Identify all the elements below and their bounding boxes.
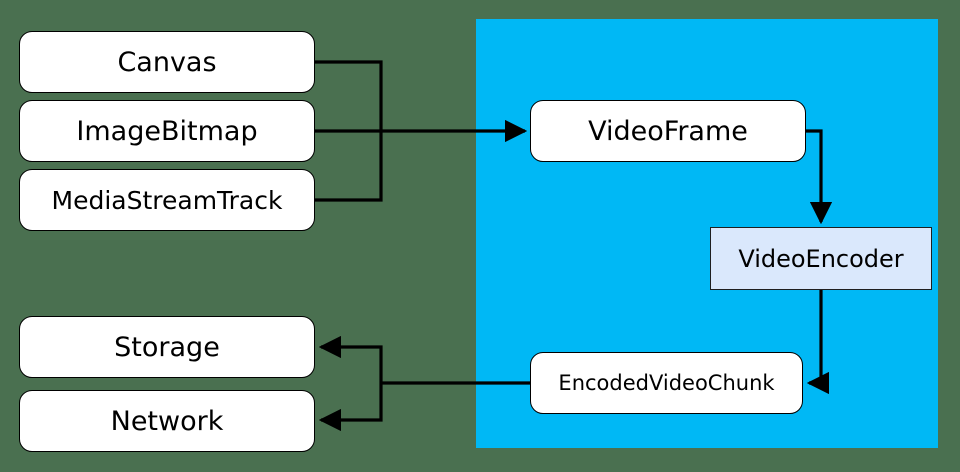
node-video-frame[interactable]: VideoFrame	[530, 100, 806, 162]
node-canvas-label: Canvas	[117, 46, 217, 78]
node-video-encoder[interactable]: VideoEncoder	[710, 227, 932, 290]
edge-mediastreamtrack-to-videoframe	[315, 131, 383, 202]
edge-canvas-to-videoframe	[315, 60, 383, 131]
node-media-stream-track-label: MediaStreamTrack	[51, 185, 283, 215]
node-network[interactable]: Network	[19, 390, 315, 452]
node-encoded-video-chunk[interactable]: EncodedVideoChunk	[530, 352, 803, 414]
node-encoded-video-chunk-label: EncodedVideoChunk	[558, 371, 775, 395]
node-storage[interactable]: Storage	[19, 316, 315, 378]
node-image-bitmap[interactable]: ImageBitmap	[19, 100, 315, 162]
node-storage-label: Storage	[114, 331, 220, 363]
node-video-frame-label: VideoFrame	[588, 115, 748, 147]
node-media-stream-track[interactable]: MediaStreamTrack	[19, 169, 315, 231]
edge-bus-to-network	[318, 383, 383, 432]
node-canvas[interactable]: Canvas	[19, 31, 315, 93]
edge-bus-to-storage	[318, 335, 383, 383]
node-image-bitmap-label: ImageBitmap	[76, 115, 258, 147]
node-network-label: Network	[110, 405, 224, 437]
node-video-encoder-label: VideoEncoder	[738, 244, 904, 273]
